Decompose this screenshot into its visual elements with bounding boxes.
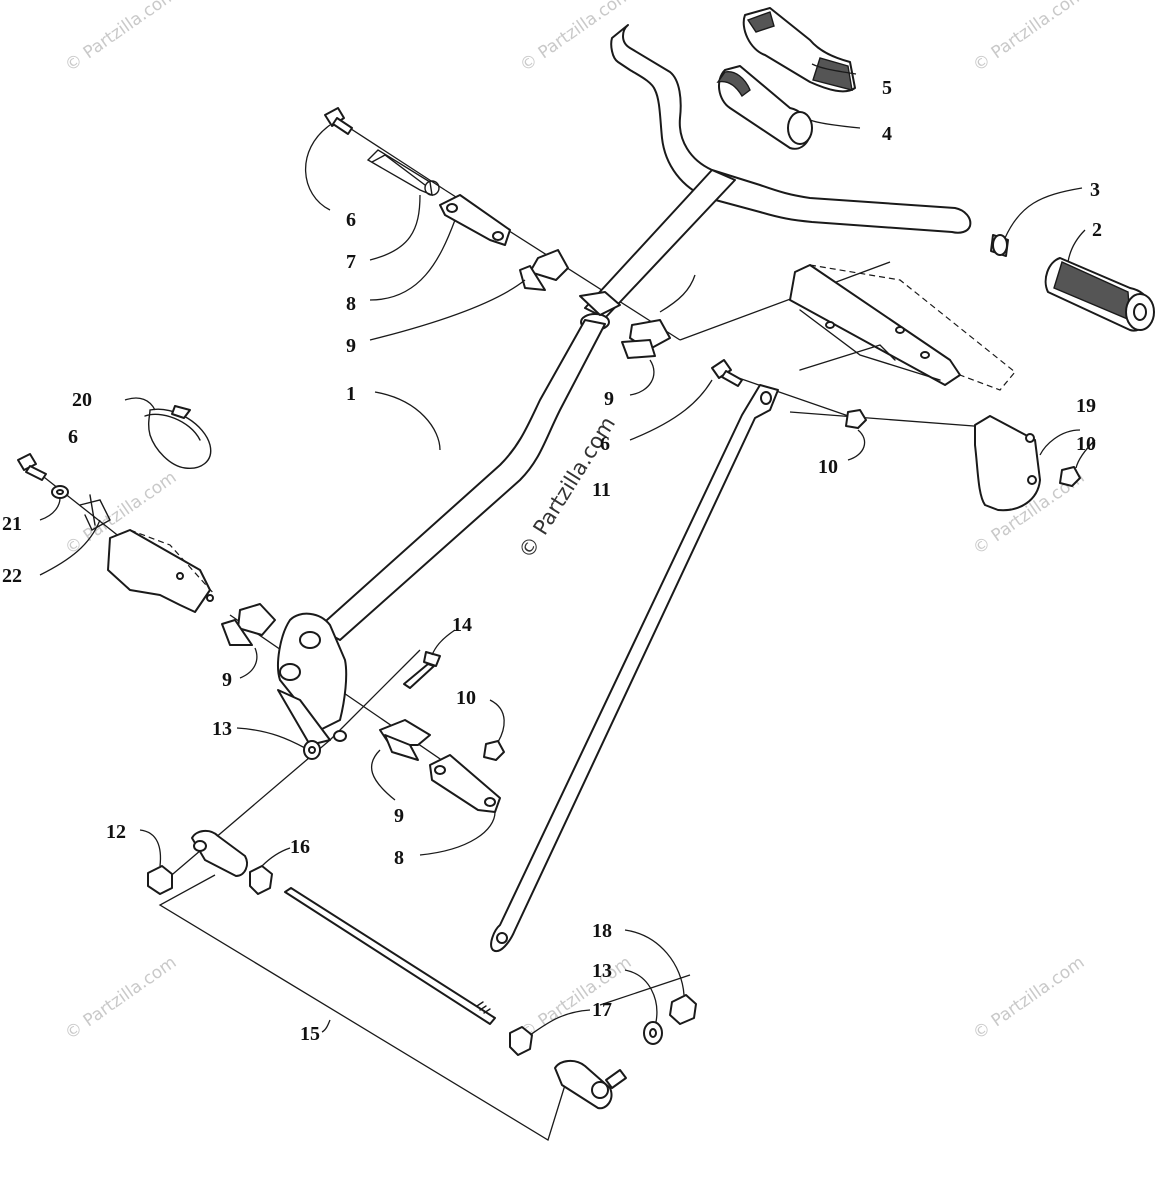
watermark-bottom-right: © Partzilla.com: [969, 952, 1088, 1044]
callout-14: 14: [452, 614, 472, 636]
callout-16: 16: [290, 836, 310, 858]
nut-right: [1059, 466, 1081, 487]
retaining-clip: [79, 494, 111, 531]
callout-5: 5: [882, 77, 892, 99]
callout-10-middle: 10: [818, 456, 838, 478]
bushing: [990, 234, 1009, 257]
callout-17: 17: [592, 999, 612, 1021]
nut-lower: [483, 740, 505, 761]
stay-bar: [490, 384, 779, 953]
callout-9-lower-right: 9: [394, 805, 404, 827]
callout-18: 18: [592, 920, 612, 942]
callout-8-upper: 8: [346, 293, 356, 315]
side-bracket: [974, 415, 1041, 512]
callout-9-lower-left: 9: [222, 669, 232, 691]
bolt-upper: [324, 107, 353, 135]
upper-clamp: [439, 194, 511, 246]
bolt-left: [17, 453, 47, 481]
handlebar-pad: [716, 65, 813, 150]
callout-19: 19: [1076, 395, 1096, 417]
nut-lower-right: [669, 994, 697, 1025]
callout-9-upper-right: 9: [604, 388, 614, 410]
bolt-long: [403, 651, 441, 689]
callout-8-lower: 8: [394, 847, 404, 869]
bolt-middle: [711, 359, 743, 387]
watermark-bottom-left: © Partzilla.com: [61, 952, 180, 1044]
callout-21: 21: [2, 513, 22, 535]
pad-cover: [742, 7, 856, 93]
callout-22: 22: [2, 565, 22, 587]
callout-leaders: [39, 63, 1096, 1036]
callout-20: 20: [72, 389, 92, 411]
nut-left: [147, 865, 173, 895]
callout-11: 11: [592, 479, 611, 501]
upper-mount-bracket: [789, 264, 1016, 391]
washer: [51, 485, 69, 499]
callout-6-middle: 6: [600, 433, 610, 455]
nut-middle: [845, 409, 867, 429]
watermark-top-left: © Partzilla.com: [61, 0, 180, 76]
callout-7: 7: [346, 251, 356, 273]
callout-10-lower: 10: [456, 687, 476, 709]
callout-15: 15: [300, 1023, 320, 1045]
callout-4: 4: [882, 123, 892, 145]
callout-6-upper: 6: [346, 209, 356, 231]
callout-6-left: 6: [68, 426, 78, 448]
callout-10-right: 10: [1076, 433, 1096, 455]
callout-2: 2: [1092, 219, 1102, 241]
tie-rod-end-upper: [191, 830, 248, 877]
grip: [1044, 257, 1155, 332]
lower-bushing-halves: [221, 603, 431, 761]
callout-1: 1: [346, 383, 356, 405]
jam-nut-upper: [249, 865, 273, 895]
callout-3: 3: [1090, 179, 1100, 201]
callout-9-upper-left: 9: [346, 335, 356, 357]
watermark-top-right: © Partzilla.com: [969, 0, 1088, 76]
handlebar-steering-post: [277, 24, 972, 746]
watermark-bottom-middle: © Partzilla.com: [516, 952, 635, 1044]
clamp-band: [144, 405, 212, 469]
callout-13-upper: 13: [212, 718, 232, 740]
jam-nut-lower: [509, 1026, 533, 1056]
callout-13-lower: 13: [592, 960, 612, 982]
lower-clamp: [429, 754, 501, 813]
cable-clip: [366, 149, 440, 197]
assembly-lines: [34, 124, 1001, 1141]
tie-rod: [284, 887, 496, 1025]
washer-lower: [643, 1021, 663, 1045]
washer-upper: [303, 740, 321, 760]
callout-12: 12: [106, 821, 126, 843]
lower-mount-bracket: [107, 529, 216, 613]
tie-rod-end-lower: [554, 1060, 627, 1110]
